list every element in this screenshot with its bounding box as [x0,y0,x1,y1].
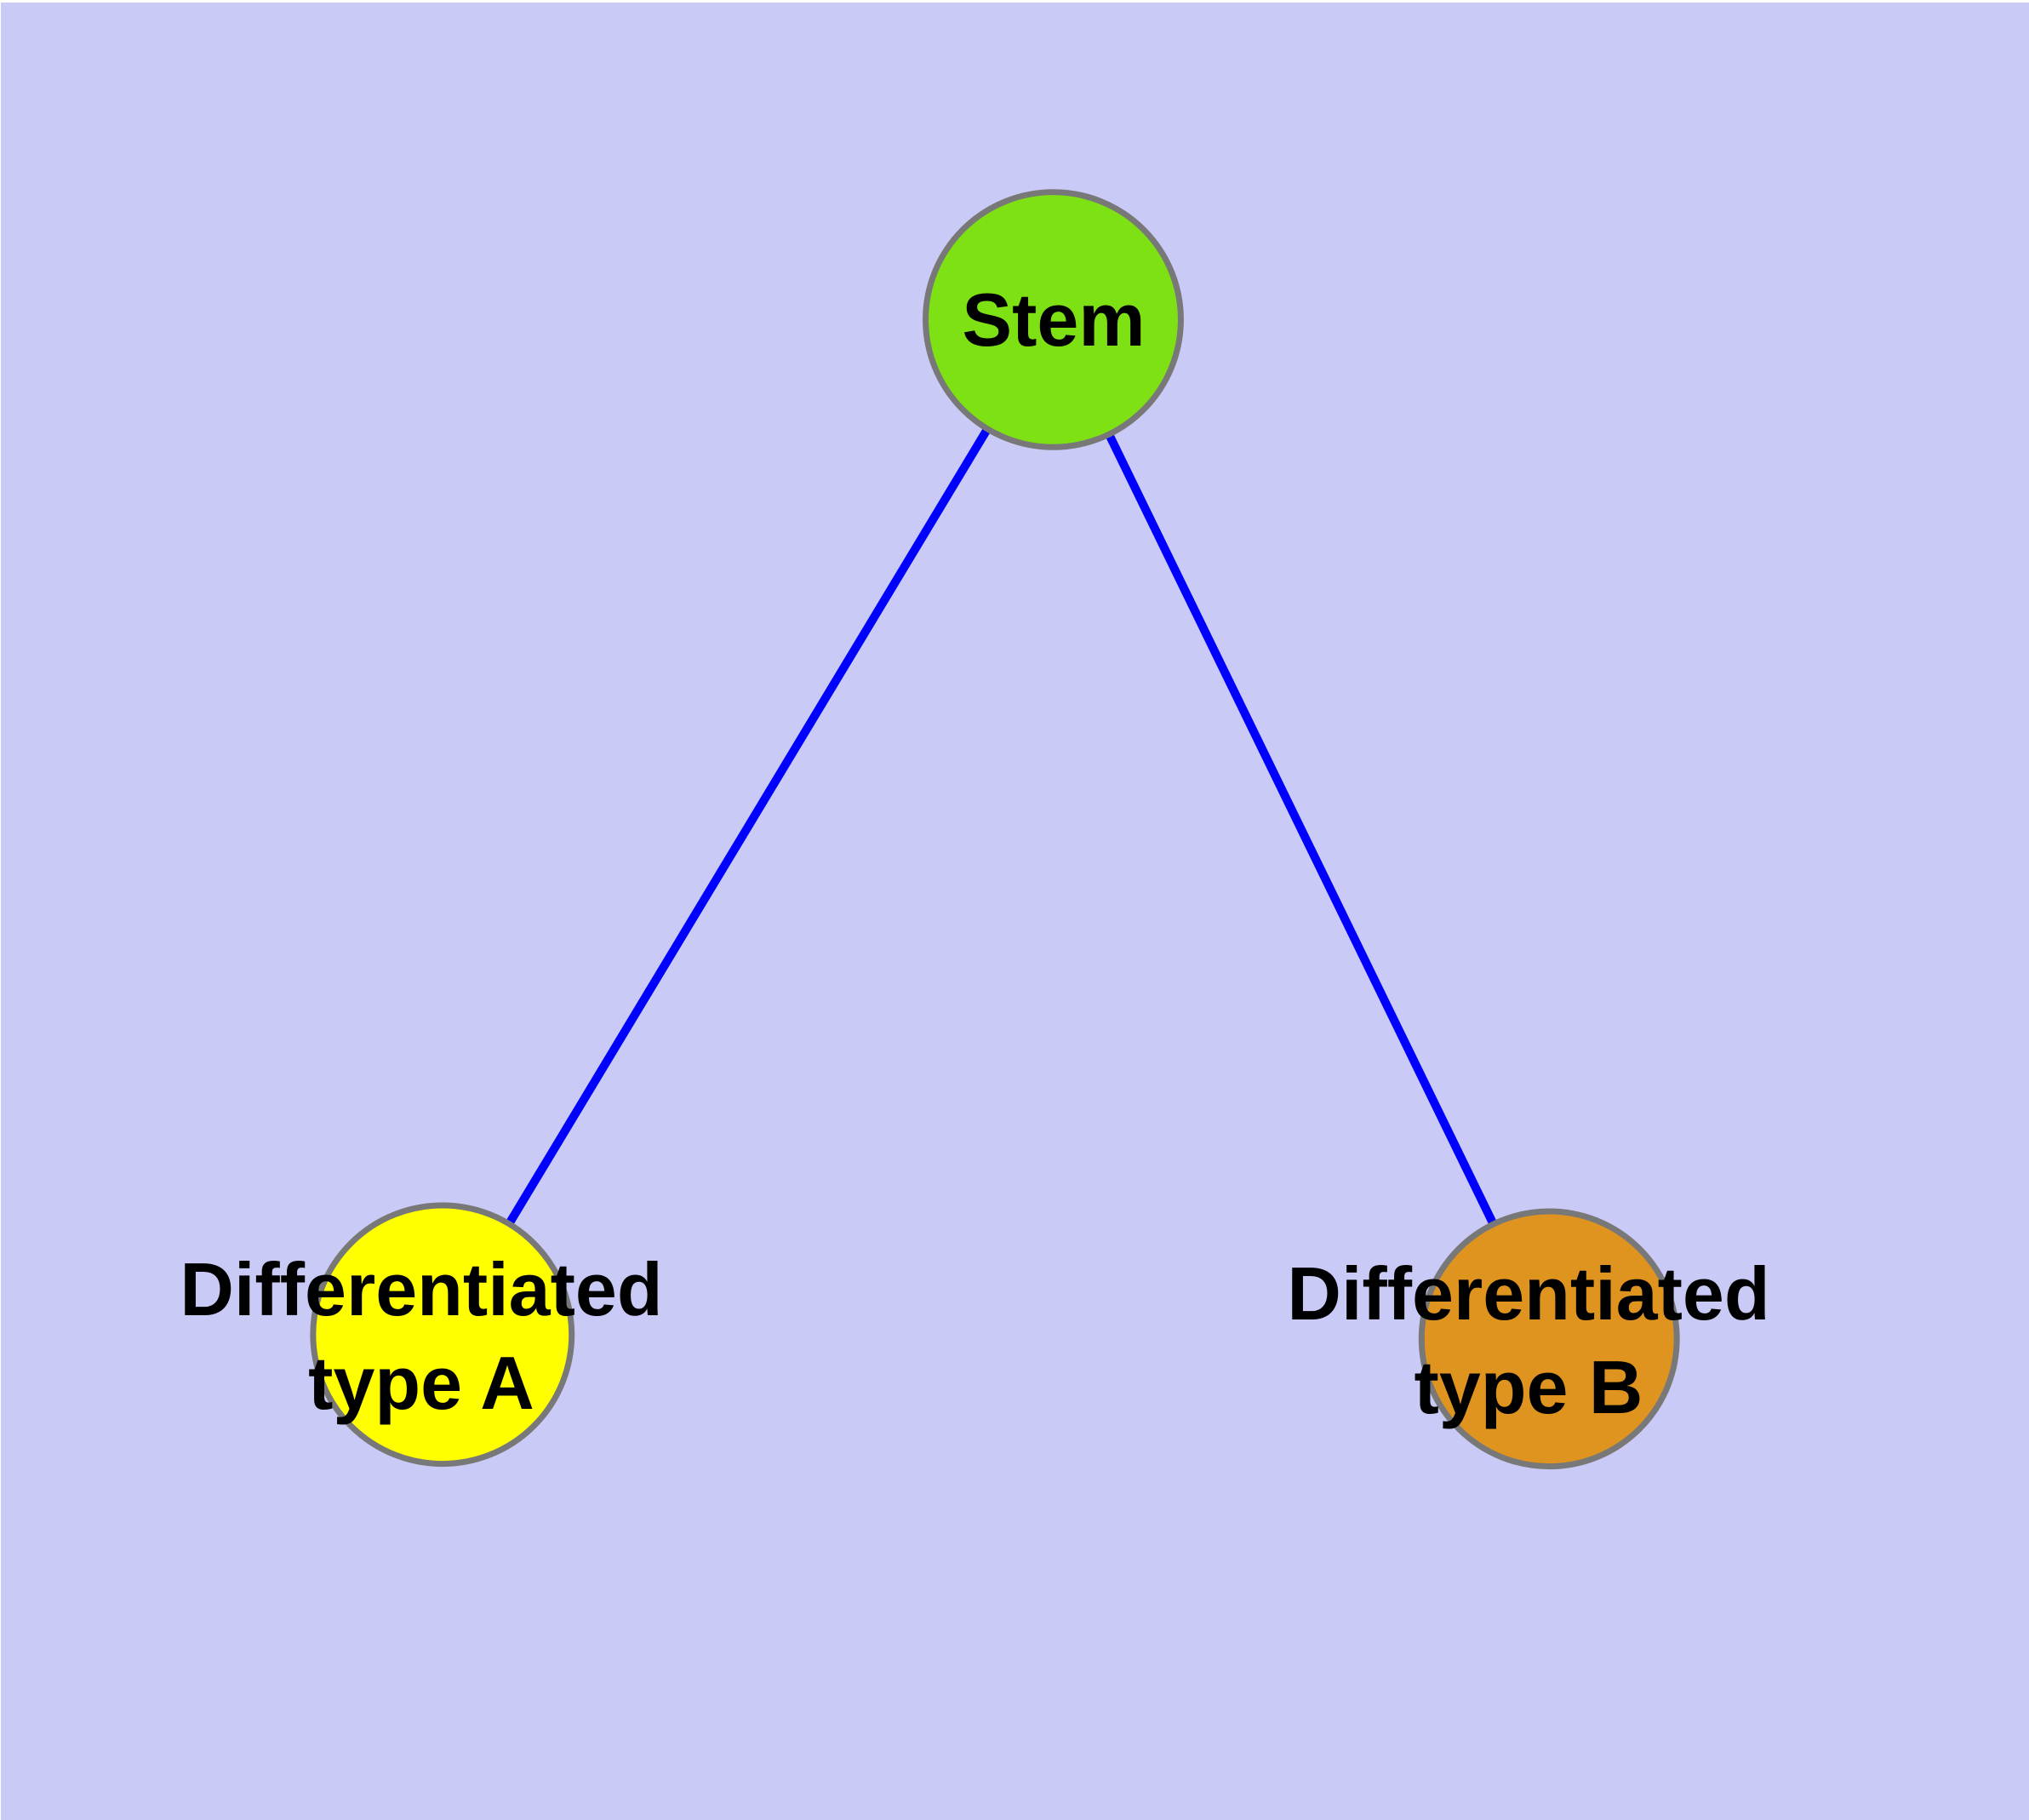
node-circle-stem [923,189,1184,450]
edge-stem-to-type-b [1049,318,1553,1341]
diagram-canvas: Stem Differentiated type A Differentiate… [1,3,2029,1820]
network-graph [310,189,1680,1470]
node-circle-type-b [1418,1208,1680,1470]
node-circle-type-a [310,1202,575,1468]
edge-stem-to-type-a [438,317,1057,1337]
